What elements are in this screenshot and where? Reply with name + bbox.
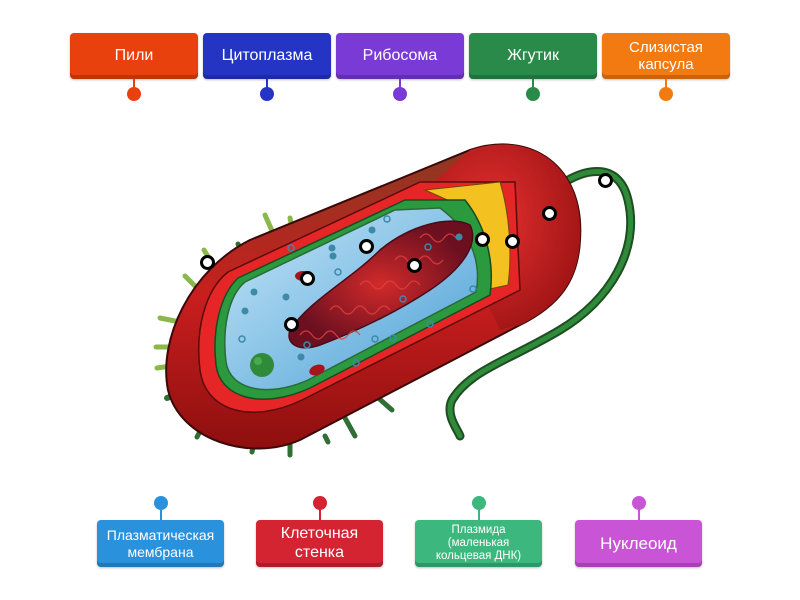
top-label-2[interactable]: Рибосома — [336, 33, 464, 79]
top-connector-line — [665, 79, 667, 89]
top-label-0[interactable]: Пили — [70, 33, 198, 79]
hotspot-cytoplasm[interactable] — [284, 317, 299, 332]
bottom-label-3[interactable]: Нуклеоид — [575, 520, 702, 567]
top-connector-line — [532, 79, 534, 89]
hotspot-plasmid[interactable] — [300, 271, 315, 286]
bottom-label-0[interactable]: Плазматическая мембрана — [97, 520, 224, 567]
top-label-3[interactable]: Жгутик — [469, 33, 597, 79]
bottom-connector-line — [477, 508, 480, 520]
nucleoid-shape — [288, 220, 474, 349]
top-connector-line — [399, 79, 401, 89]
plasmid-2 — [309, 364, 325, 376]
bottom-connector-dot — [471, 496, 486, 510]
top-connector-dot — [526, 87, 540, 101]
hotspot-flagellum[interactable] — [598, 173, 613, 188]
bottom-connector-dot — [631, 496, 646, 510]
top-connector-dot — [659, 87, 673, 101]
hotspot-cell-wall[interactable] — [505, 234, 520, 249]
hotspot-pili[interactable] — [200, 255, 215, 270]
granule — [250, 353, 274, 377]
top-label-text: Слизистая капсула — [629, 38, 703, 73]
top-label-text: Цитоплазма — [221, 46, 313, 64]
bottom-label-2[interactable]: Плазмида (маленькая кольцевая ДНК) — [415, 520, 542, 567]
hotspot-plasma-membrane[interactable] — [475, 232, 490, 247]
top-label-text: Жгутик — [507, 46, 559, 64]
bottom-connector-line — [318, 508, 321, 520]
top-connector-line — [133, 79, 135, 89]
top-label-text: Рибосома — [362, 46, 438, 64]
top-label-4[interactable]: Слизистая капсула — [602, 33, 730, 79]
bottom-connector-line — [159, 508, 162, 520]
bottom-label-text: Плазмида (маленькая кольцевая ДНК) — [435, 523, 522, 563]
bottom-connector-dot — [153, 496, 168, 510]
hotspot-ribosome[interactable] — [359, 239, 374, 254]
top-connector-line — [266, 79, 268, 89]
top-connector-dot — [393, 87, 407, 101]
bottom-connector-dot — [312, 496, 327, 510]
top-connector-dot — [260, 87, 274, 101]
hotspot-capsule[interactable] — [542, 206, 557, 221]
bottom-connector-line — [637, 508, 640, 520]
hotspot-nucleoid[interactable] — [407, 258, 422, 273]
bottom-label-1[interactable]: Клеточная стенка — [256, 520, 383, 567]
top-label-1[interactable]: Цитоплазма — [203, 33, 331, 79]
ribosomes — [241, 226, 463, 361]
top-connector-dot — [127, 87, 141, 101]
bottom-label-text: Нуклеоид — [600, 533, 677, 553]
bottom-label-text: Плазматическая мембрана — [106, 527, 215, 560]
top-label-text: Пили — [114, 46, 154, 64]
bottom-label-text: Клеточная стенка — [280, 525, 359, 561]
